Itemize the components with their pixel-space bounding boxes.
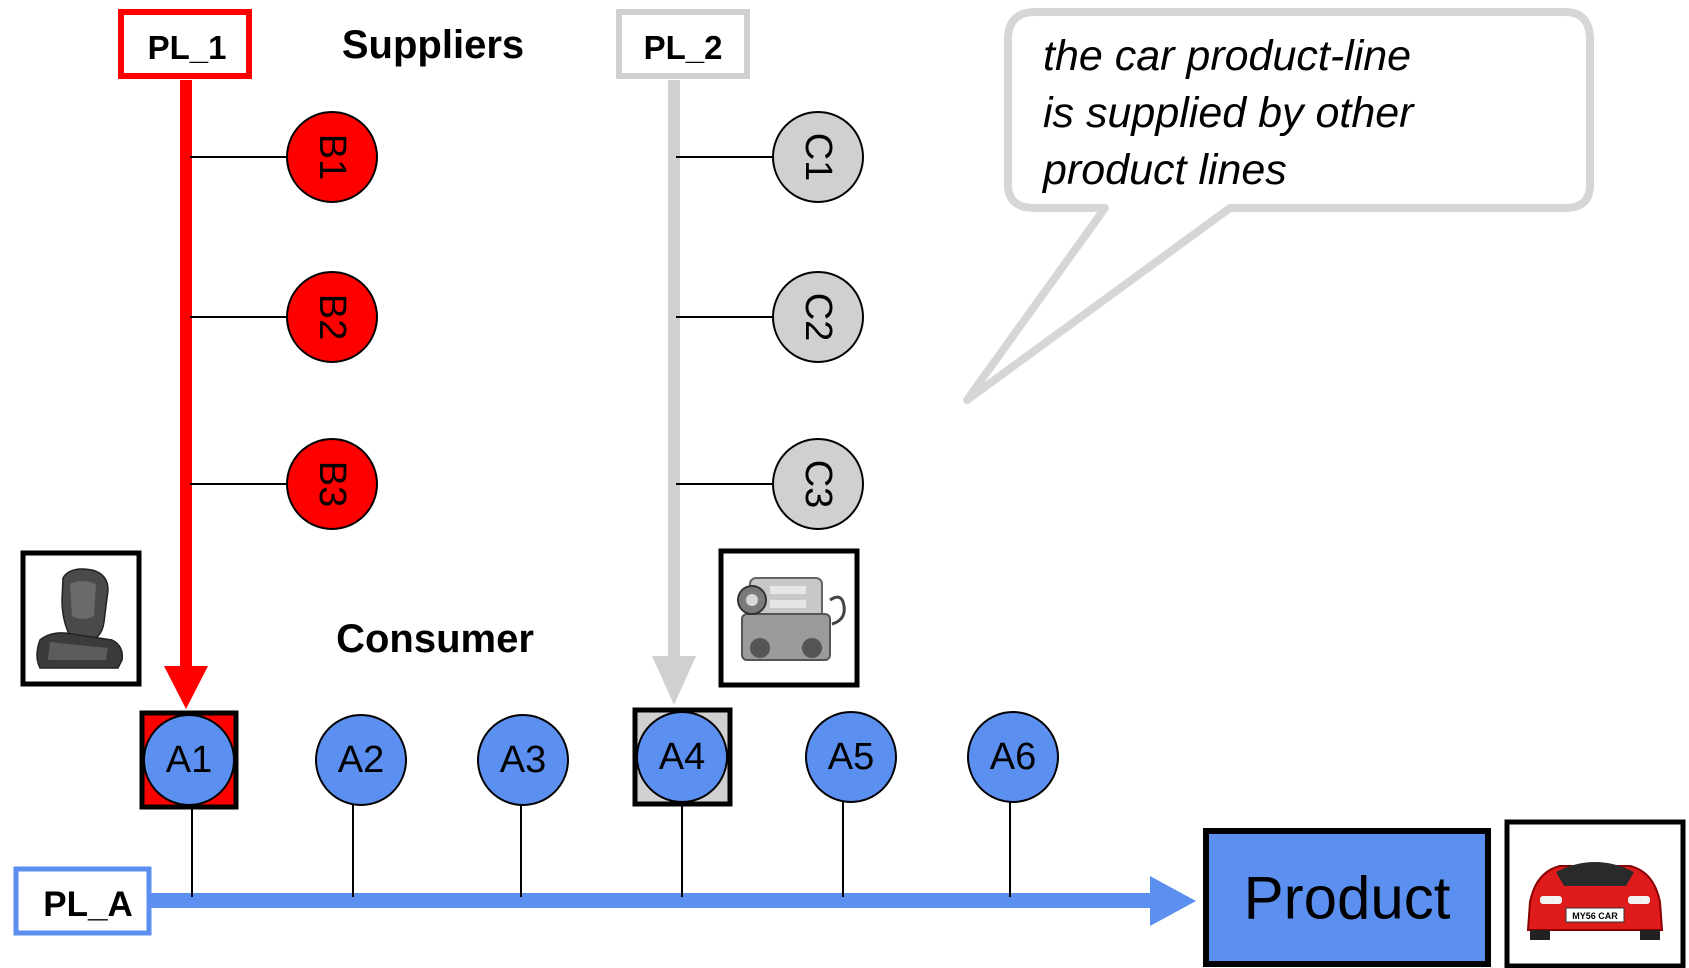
pl1-arrow-head	[164, 666, 208, 709]
supplier-label-b1: B1	[311, 134, 353, 180]
supplier-label-b2: B2	[311, 294, 353, 340]
consumer-node-a4: A4	[636, 711, 728, 803]
consumer-node-a5: A5	[805, 711, 897, 803]
red-car-image: MY56 CAR	[1504, 819, 1686, 968]
consumer-node-a1: A1	[143, 714, 235, 806]
supplier-node-c2: C2	[772, 271, 864, 363]
pl2-arrow-shaft	[668, 80, 680, 660]
pla-box	[13, 866, 152, 936]
callout-bubble: the car product-line is supplied by othe…	[963, 8, 1594, 404]
pl1-arrow-shaft	[180, 80, 192, 670]
consumer-label-a4: A4	[659, 736, 705, 778]
car-plate-text: MY56 CAR	[1572, 911, 1618, 921]
callout-line-1: the car product-line	[1043, 32, 1411, 80]
pl2-arrow-head	[652, 656, 696, 705]
supplier-node-c1: C1	[772, 111, 864, 203]
product-line-pla: PL_A A1 A2 A3 A4 A5	[13, 707, 1196, 936]
consumer-label-a2: A2	[338, 739, 384, 781]
supplier-node-b3: B3	[286, 438, 378, 530]
supplier-label-c3: C3	[797, 460, 839, 509]
pl2-label: PL_2	[644, 29, 723, 66]
car-seat-image	[20, 550, 142, 687]
supplier-node-c3: C3	[772, 438, 864, 530]
callout-line-2: is supplied by other	[1043, 89, 1415, 137]
pla-arrow-head	[1150, 876, 1196, 926]
product-line-pl1: PL_1 B1 B2 B3	[118, 9, 378, 709]
supplier-label-c2: C2	[797, 293, 839, 342]
pla-label: PL_A	[43, 885, 132, 924]
product-box: Product	[1203, 828, 1491, 967]
engine-image	[718, 548, 860, 688]
supplier-node-b1: B1	[286, 111, 378, 203]
consumer-label: Consumer	[336, 617, 534, 661]
callout-line-3: product lines	[1041, 146, 1287, 194]
suppliers-label: Suppliers	[342, 23, 524, 67]
supplier-node-b2: B2	[286, 271, 378, 363]
product-line-pl2: PL_2 C1 C2 C3	[616, 9, 864, 705]
consumer-label-a5: A5	[828, 736, 874, 778]
pl1-label: PL_1	[148, 29, 227, 66]
consumer-node-a6: A6	[967, 711, 1059, 803]
consumer-node-a2: A2	[315, 714, 407, 806]
pl2-box	[616, 9, 750, 79]
consumer-node-a3: A3	[477, 714, 569, 806]
consumer-label-a3: A3	[500, 739, 546, 781]
consumer-label-a1: A1	[166, 739, 212, 781]
pla-arrow-shaft	[151, 893, 1156, 908]
pl1-box	[118, 9, 252, 79]
product-label: Product	[1244, 865, 1451, 932]
supplier-label-c1: C1	[797, 133, 839, 182]
supplier-label-b3: B3	[311, 461, 353, 507]
consumer-label-a6: A6	[990, 736, 1036, 778]
